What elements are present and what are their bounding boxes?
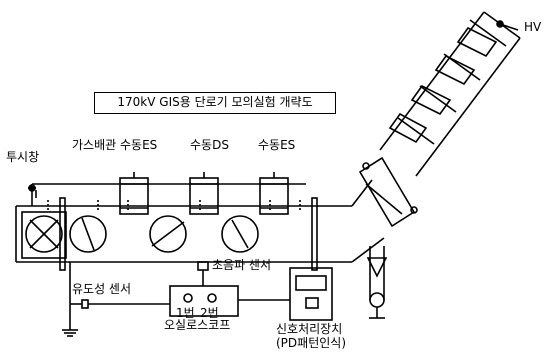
channel-2-label: 2번 [200,306,219,320]
ds-label: 수동DS [190,138,229,152]
es-left-label: 수동ES [120,138,158,152]
processor-label-1: 신호처리장치 [276,322,343,336]
ultrasonic-sensor [197,261,209,286]
switch-es-right [259,172,289,215]
oscilloscope-device [169,285,290,317]
ultrasonic-label: 초음파 센서 [212,258,272,272]
gas-pipe [28,183,306,206]
elbow-section [351,156,418,319]
switch-es-left [119,172,149,215]
oscilloscope-label: 오실로스코프 [164,318,231,332]
inductive-label: 유도성 센서 [72,282,132,296]
signal-processor [289,267,333,321]
window-label: 투시창 [6,150,40,164]
inductive-sensor-lead [62,262,170,337]
processor-label-2: (PD패턴인식) [276,336,347,350]
switch-ds [189,172,219,215]
diagram-title: 170kV GIS용 단로기 모의실험 개략도 [94,92,336,114]
gas-pipe-label: 가스배관 [72,138,117,152]
main-enclosure [15,197,352,271]
bushing [379,11,521,177]
channel-1-label: 1번 [176,306,195,320]
es-right-label: 수동ES [258,138,296,152]
hv-label: HV [524,20,542,34]
